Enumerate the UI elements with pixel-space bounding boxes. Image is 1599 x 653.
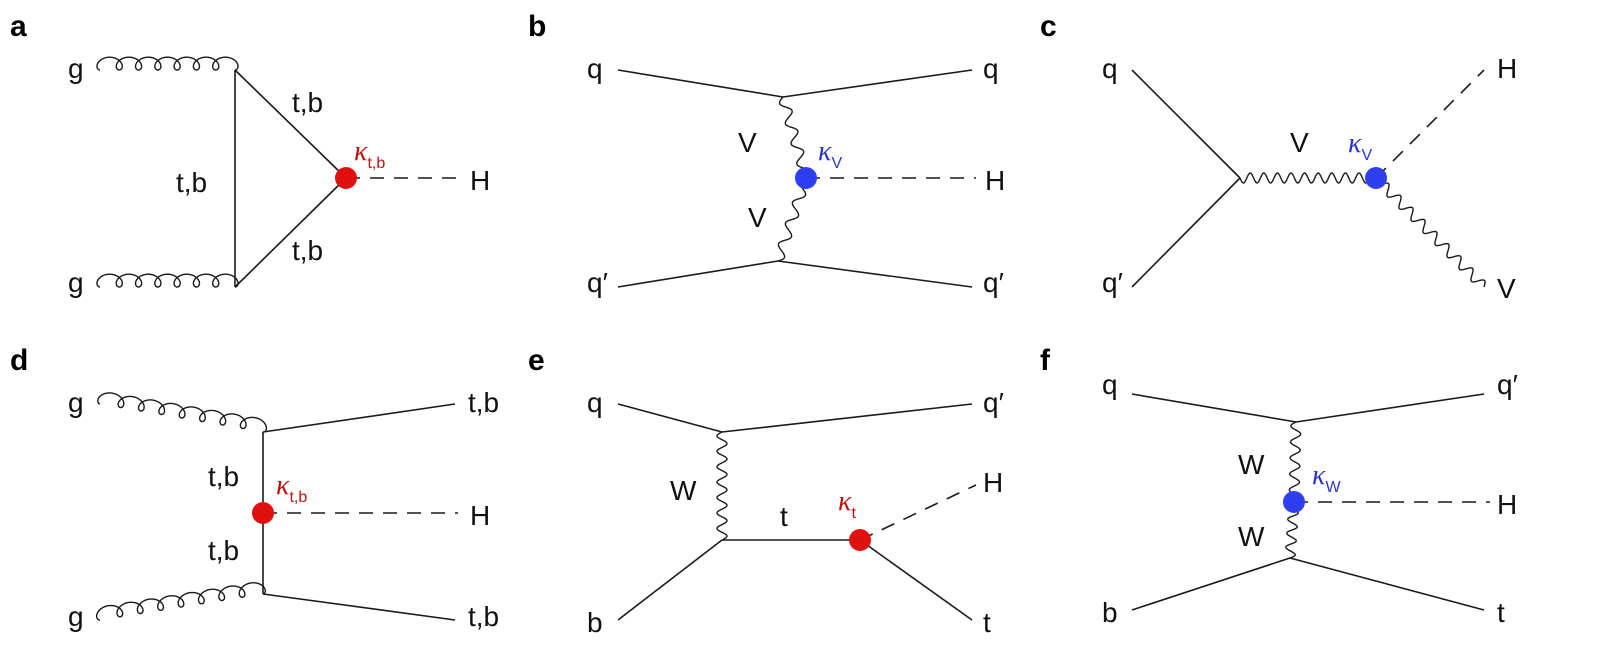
label-higgs: H: [985, 165, 1005, 196]
label-g-bottom: g: [68, 267, 84, 298]
coupling-label-kappa-v: κV: [818, 136, 842, 172]
label-w-lower: W: [1238, 521, 1265, 552]
panel-b: b q q′ q q′ V V H κV: [528, 10, 1005, 298]
coupling-label-kappa-v: κV: [1348, 128, 1372, 164]
label-t-out: t: [1497, 597, 1505, 628]
quark-out-top: [1295, 393, 1485, 423]
label-q-in: q: [587, 387, 603, 418]
label-higgs: H: [1497, 53, 1517, 84]
quark-loop-lower: [234, 177, 347, 288]
coupling-label-kappa-w: κW: [1312, 460, 1341, 496]
label-tb-lower: t,b: [208, 535, 239, 566]
panel-e: e q b q′ W t H t κt: [528, 344, 1004, 638]
w-boson-line-upper: [1288, 421, 1302, 503]
quark-in-bottom: [617, 260, 779, 288]
gluon-line-top: [96, 56, 239, 71]
coupling-label-kappa-tb: κt,b: [354, 136, 385, 172]
panel-a: a g g t,b t,b t,b H κt,b: [10, 10, 490, 298]
label-qp-in: q′: [587, 267, 608, 298]
w-boson-line: [716, 431, 728, 541]
panel-c: c q q′ V H V κV: [1040, 10, 1517, 304]
label-q-out: q: [983, 53, 999, 84]
panel-letter-d: d: [10, 344, 28, 377]
quark-loop-upper: [234, 69, 347, 179]
label-qp-out: q′: [983, 267, 1004, 298]
coupling-label-kappa-t: κt: [838, 486, 856, 522]
quark-in-top: [617, 403, 723, 433]
label-higgs: H: [1497, 489, 1517, 520]
coupling-vertex-blue: [1365, 167, 1387, 189]
quark-out-top: [721, 403, 973, 433]
quark-in-top: [1131, 393, 1297, 423]
quark-out-bottom: [777, 260, 973, 288]
boson-line-out: [1374, 177, 1486, 288]
label-tb-upper: t,b: [208, 461, 239, 492]
label-q-in: q: [587, 53, 603, 84]
label-g-bottom: g: [68, 601, 84, 632]
panel-letter-c: c: [1040, 10, 1057, 43]
higgs-line: [1375, 69, 1485, 179]
label-tb-lower: t,b: [292, 235, 323, 266]
label-v-out: V: [1497, 273, 1516, 304]
quark-out-bottom: [262, 593, 456, 621]
label-tb-upper: t,b: [292, 87, 323, 118]
label-v-lower: V: [748, 202, 767, 233]
label-g-top: g: [68, 387, 84, 418]
label-qp-out: q′: [983, 387, 1004, 418]
label-higgs: H: [983, 467, 1003, 498]
boson-line-mid: [1239, 172, 1377, 184]
gluon-line-bottom: [96, 273, 239, 288]
quark-in-top: [1131, 69, 1241, 179]
label-v-mid: V: [1290, 127, 1309, 158]
top-quark-out: [1289, 557, 1485, 611]
panel-d: d g g t,b t,b t,b t,b H κt,b: [10, 344, 499, 632]
top-quark-out: [859, 539, 973, 621]
label-tb-out-top: t,b: [468, 387, 499, 418]
b-quark-in: [617, 539, 723, 621]
panel-letter-a: a: [10, 10, 27, 43]
panel-letter-e: e: [528, 344, 545, 377]
label-b-in: b: [1102, 597, 1118, 628]
boson-line-upper: [778, 96, 811, 179]
gluon-line-bottom: [95, 582, 266, 621]
label-tb-middle: t,b: [176, 167, 207, 198]
higgs-line: [859, 484, 977, 541]
label-qp-in: q′: [1102, 267, 1123, 298]
coupling-vertex-blue: [795, 167, 817, 189]
label-tb-out-bottom: t,b: [468, 601, 499, 632]
panel-f: f q b q′ W W H t κW: [1040, 344, 1518, 628]
boson-line-lower: [777, 177, 807, 262]
label-t-internal: t: [780, 501, 788, 532]
coupling-vertex-red: [849, 529, 871, 551]
label-b-in: b: [587, 607, 603, 638]
label-higgs: H: [470, 500, 490, 531]
quark-out-top: [782, 69, 973, 98]
coupling-vertex-blue: [1283, 491, 1305, 513]
label-q-in: q: [1102, 53, 1118, 84]
gluon-line-top: [97, 392, 268, 433]
label-w: W: [670, 475, 697, 506]
quark-in-top: [617, 69, 784, 98]
label-t-out: t: [983, 607, 991, 638]
coupling-label-kappa-tb: κt,b: [276, 470, 307, 506]
quark-out-top: [262, 403, 456, 433]
label-higgs: H: [470, 165, 490, 196]
b-quark-in: [1131, 557, 1291, 611]
label-v-upper: V: [738, 127, 757, 158]
coupling-vertex-red: [335, 167, 357, 189]
label-qp-out: q′: [1497, 369, 1518, 400]
panel-letter-b: b: [528, 10, 546, 43]
coupling-vertex-red: [252, 502, 274, 524]
panel-letter-f: f: [1040, 344, 1051, 377]
label-g-top: g: [68, 53, 84, 84]
label-w-upper: W: [1238, 449, 1265, 480]
label-q-in: q: [1102, 369, 1118, 400]
quark-in-bottom: [1131, 177, 1241, 288]
